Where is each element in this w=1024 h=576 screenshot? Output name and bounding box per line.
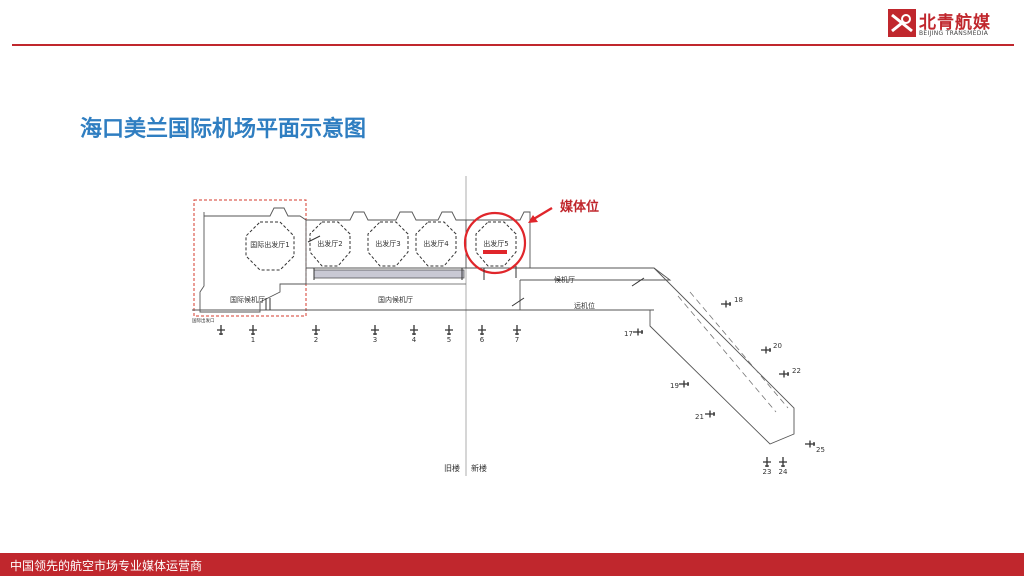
hall-5-label: 出发厅5 [483,239,508,248]
svg-text:25: 25 [816,446,825,454]
floor-plan-svg: 国际出发厅1 出发厅2 出发厅3 出发厅4 出发厅5 国际候机厅 国际出发口 国… [192,176,825,476]
media-position-callout: 媒体位 [560,200,600,215]
gate-17: 17 [624,327,644,338]
svg-text:18: 18 [734,296,743,304]
hall-2: 出发厅2 [309,221,351,267]
gate-20: 20 [760,342,782,355]
hall-2-label: 出发厅2 [317,239,342,248]
pier-outline [649,267,795,445]
gate-label: 2 [314,336,318,344]
header-divider [12,44,1014,46]
svg-text:24: 24 [779,468,788,476]
pier-lane-1 [677,295,777,413]
svg-text:22: 22 [792,367,801,375]
right-waiting-label: 候机厅 [554,275,575,284]
hall-4-label: 出发厅4 [423,239,449,248]
gate-label: 3 [373,336,377,344]
old-building-label: 旧楼 [444,463,460,473]
hall-1-label: 国际出发厅1 [250,240,289,249]
hall-3: 出发厅3 [367,221,409,267]
gate-label: 6 [480,336,485,344]
gate-label: 7 [515,336,519,344]
gate-19: 19 [670,379,690,390]
jet-bridges [265,235,645,310]
gate-label: 5 [447,336,451,344]
domestic-corridor [313,269,465,279]
brand-logo: 北青航媒 BEIJING TRANSMEDIA [888,8,998,40]
gate-7: 6 [477,324,487,344]
svg-text:23: 23 [763,468,772,476]
gate-2: 1 [248,324,258,344]
footer-bar: 中国领先的航空市场专业媒体运营商 [0,553,1024,576]
media-position-circle [463,211,527,275]
svg-text:17: 17 [624,330,633,338]
gate-22: 22 [778,367,801,379]
footer-tagline: 中国领先的航空市场专业媒体运营商 [10,559,203,573]
airport-floor-plan: 国际出发厅1 出发厅2 出发厅3 出发厅4 出发厅5 国际候机厅 国际出发口 国… [190,176,830,482]
logo-mark-icon [888,9,916,37]
svg-text:20: 20 [773,342,782,350]
svg-text:19: 19 [670,382,679,390]
pier-lane-2 [689,291,789,409]
new-terminal-outline [466,211,531,269]
media-position-marker [483,250,507,254]
callout-arrowhead-icon [528,215,538,223]
gate-8: 7 [512,324,522,344]
gate-6: 5 [444,324,454,344]
domestic-terminal-outline [306,211,467,269]
svg-text:21: 21 [695,413,704,421]
logo-text-en: BEIJING TRANSMEDIA [919,30,989,37]
gate-18: 18 [720,296,743,309]
gate-label: 1 [251,336,255,344]
hall-4: 出发厅4 [415,221,457,267]
page-title: 海口美兰国际机场平面示意图 [80,117,367,142]
gate-1 [216,324,226,336]
gate-21: 21 [695,409,716,421]
domestic-waiting-label: 国内候机厅 [378,295,413,304]
gate-24: 24 [778,456,788,476]
intl-gate-label: 国际出发口 [192,317,215,324]
hall-1: 国际出发厅1 [245,221,295,271]
gate-5: 4 [409,324,419,344]
hall-3-label: 出发厅3 [375,239,400,248]
new-building-label: 新楼 [471,463,487,473]
gate-label: 4 [412,336,417,344]
gate-4: 3 [370,324,380,344]
gate-25: 25 [804,439,825,454]
logo-text-cn: 北青航媒 [919,13,991,33]
intl-waiting-label: 国际候机厅 [230,295,265,304]
remote-stand-label: 远机位 [574,301,595,310]
hall-5: 出发厅5 [475,221,517,267]
gate-23: 23 [762,456,772,476]
callout-arrow [531,206,553,222]
gate-3: 2 [311,324,321,344]
right-wing [520,267,672,281]
